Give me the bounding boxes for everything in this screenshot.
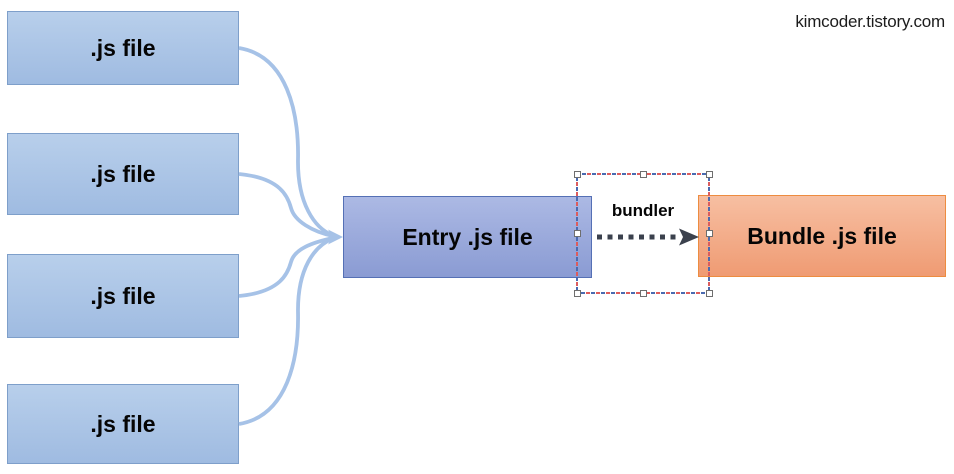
curved-connector-2 xyxy=(238,172,334,238)
selection-handle-middle-right[interactable] xyxy=(705,230,713,237)
bundle-js-file-label: Bundle .js file xyxy=(747,222,897,249)
js-file-box-1-label: .js file xyxy=(90,34,156,61)
selection-handle-top-right[interactable] xyxy=(705,170,713,178)
js-file-box-3[interactable]: .js file xyxy=(7,254,239,338)
js-file-box-4[interactable]: .js file xyxy=(7,384,239,464)
bundle-js-file-box[interactable]: Bundle .js file xyxy=(698,195,946,277)
selection-marquee-blue xyxy=(576,173,710,294)
selection-handle-bottom-right[interactable] xyxy=(705,289,713,297)
selection-marquee-red xyxy=(576,173,710,294)
selection-handle-middle-left[interactable] xyxy=(573,230,581,237)
bundler-arrowhead-icon xyxy=(679,228,699,246)
js-file-box-1[interactable]: .js file xyxy=(7,11,239,85)
entry-js-file-label: Entry .js file xyxy=(402,223,533,250)
js-file-box-2[interactable]: .js file xyxy=(7,133,239,215)
entry-js-file-box[interactable]: Entry .js file xyxy=(343,196,592,278)
js-file-box-2-label: .js file xyxy=(90,160,156,187)
connector-arrowhead-icon xyxy=(328,229,343,245)
curved-connector-1 xyxy=(238,46,334,238)
selection-handle-top-middle[interactable] xyxy=(639,170,647,178)
bundler-textbox[interactable]: bundler xyxy=(611,201,675,220)
js-file-box-3-label: .js file xyxy=(90,282,156,309)
selection-handle-top-left[interactable] xyxy=(573,170,581,178)
watermark-text: kimcoder.tistory.com xyxy=(795,12,945,31)
selection-handle-bottom-middle[interactable] xyxy=(639,289,647,297)
curved-connector-4 xyxy=(238,236,334,426)
selection-handle-bottom-left[interactable] xyxy=(573,289,581,297)
curved-connector-3 xyxy=(238,236,334,298)
js-file-box-4-label: .js file xyxy=(90,410,156,437)
